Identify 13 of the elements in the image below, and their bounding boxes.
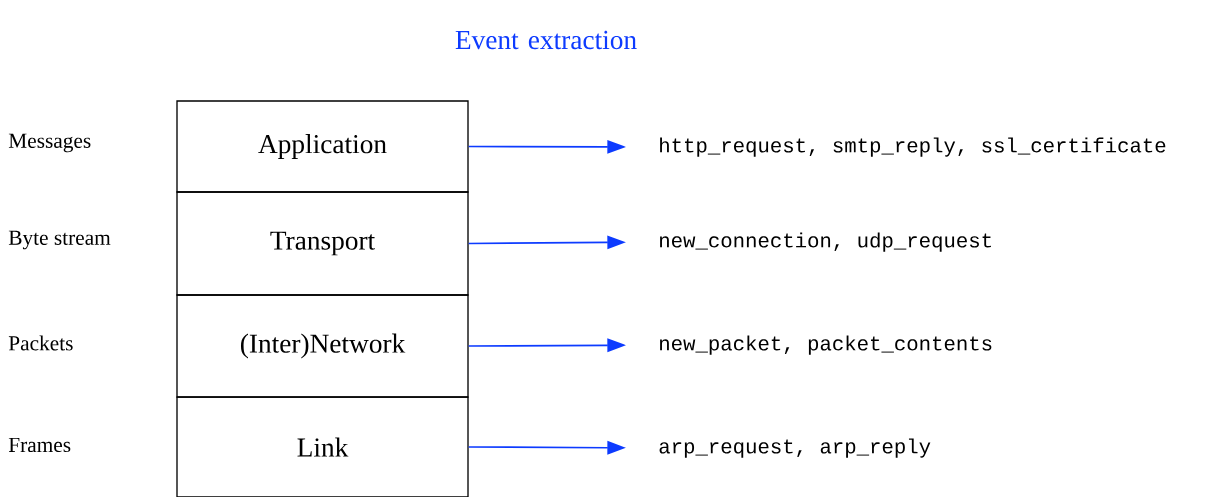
event-names-text: new_packet, packet_contents	[660, 335, 992, 355]
column-heading: Event extraction	[455, 30, 637, 50]
layer-box: Link	[176, 396, 469, 497]
layer-unit-label: Frames	[8, 437, 71, 453]
layer-box: Transport	[176, 191, 469, 296]
layer-unit-label: Packets	[8, 335, 73, 351]
layer-unit-label: Messages	[8, 133, 91, 153]
event-names-text: arp_request, arp_reply	[659, 438, 931, 458]
event-names-text: new_connection, udp_request	[660, 232, 991, 252]
layer-box: Application	[176, 100, 469, 193]
layer-box: (Inter)Network	[176, 294, 469, 398]
layer-unit-label: Byte stream	[8, 230, 111, 250]
event-names-text: http_request, smtp_reply, ssl_certificate	[660, 137, 1166, 157]
